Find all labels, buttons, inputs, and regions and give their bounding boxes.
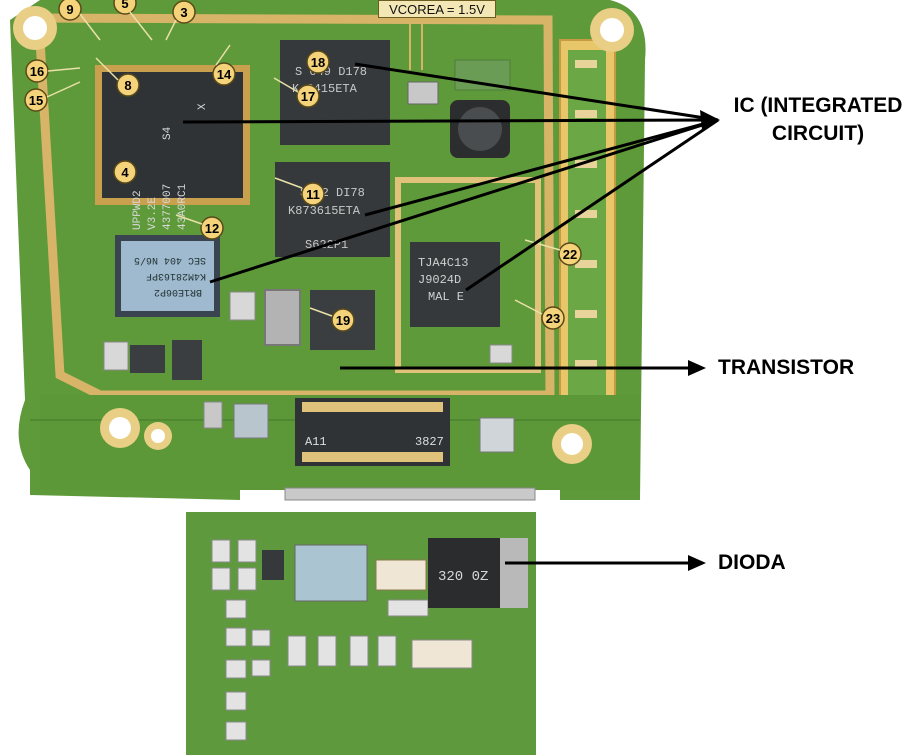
svg-text:12: 12 bbox=[205, 221, 219, 236]
callout-22: 22 bbox=[558, 242, 582, 266]
svg-text:16: 16 bbox=[30, 64, 44, 79]
callout-17: 17 bbox=[296, 84, 320, 108]
flash-chip: BR1E06P2 K4M28163PF SEC 404 N6/5 bbox=[115, 235, 220, 317]
svg-text:23: 23 bbox=[546, 311, 560, 326]
svg-text:15: 15 bbox=[29, 93, 43, 108]
ic-label: IC (INTEGRATED CIRCUIT) bbox=[718, 92, 918, 148]
cpu-text-6: X bbox=[197, 103, 209, 110]
flash-text-3: SEC 404 N6/5 bbox=[134, 254, 206, 266]
callout-15: 15 bbox=[24, 88, 48, 112]
transistor-label: TRANSISTOR bbox=[718, 356, 855, 379]
mem-top-text-1: S 049 D178 bbox=[295, 65, 367, 79]
svg-text:9: 9 bbox=[66, 2, 73, 17]
regulator bbox=[407, 81, 439, 105]
voltage-label: VCOREA = 1.5V bbox=[378, 0, 496, 18]
cpu-text-1: UPPWD2 bbox=[132, 190, 144, 230]
connector-label-left: A11 bbox=[305, 435, 327, 449]
flash-text-1: BR1E06P2 bbox=[154, 286, 202, 297]
ic-label-line-1: IC (INTEGRATED bbox=[733, 94, 903, 117]
svg-text:3: 3 bbox=[180, 5, 187, 20]
main-board-photo: UPPWD2 V3.2E 4377007 43A0RC1 S4 X S 049 … bbox=[10, 0, 646, 501]
board-connector: A11 3827 bbox=[295, 398, 450, 466]
callout-19: 19 bbox=[331, 308, 355, 332]
callout-16: 16 bbox=[25, 59, 49, 83]
ic-label-line-2: CIRCUIT) bbox=[771, 122, 865, 145]
svg-text:5: 5 bbox=[121, 0, 128, 11]
mounting-holes bbox=[13, 6, 634, 464]
callout-9: 9 bbox=[58, 0, 82, 21]
svg-text:19: 19 bbox=[336, 313, 350, 328]
cpu-text-4: 43A0RC1 bbox=[177, 183, 189, 230]
callout-8: 8 bbox=[116, 73, 140, 97]
dioda-label: DIODA bbox=[718, 551, 786, 574]
callout-23: 23 bbox=[541, 306, 565, 330]
svg-text:8: 8 bbox=[124, 78, 131, 93]
callouts: 9 5 3 16 8 15 14 18 17 4 11 12 22 19 23 bbox=[24, 0, 582, 332]
memory-chip-top: S 049 D178 K 6415ETA bbox=[280, 40, 390, 145]
svg-text:4: 4 bbox=[121, 165, 129, 180]
callout-14: 14 bbox=[212, 62, 236, 86]
flash-text-2: K4M28163PF bbox=[146, 270, 206, 281]
inductor bbox=[450, 100, 510, 158]
svg-text:18: 18 bbox=[311, 55, 325, 70]
diode-chip-text: 320 0Z bbox=[438, 569, 488, 585]
svg-text:11: 11 bbox=[306, 187, 320, 202]
callout-3: 3 bbox=[172, 0, 196, 24]
svg-text:22: 22 bbox=[563, 247, 577, 262]
memory-chip-middle: S 52 DI78 K873615ETA S622P1 bbox=[275, 162, 390, 257]
dioda-arrow bbox=[505, 555, 706, 571]
svg-text:17: 17 bbox=[301, 89, 315, 104]
inset-sensor-chip bbox=[294, 544, 368, 602]
pmic-chip: TJA4C13 J9024D MAL E bbox=[410, 242, 500, 327]
diode-chip: 320 0Z bbox=[428, 538, 528, 608]
transistor-arrow bbox=[340, 360, 706, 376]
inset-photo: 320 0Z bbox=[186, 512, 536, 755]
mem-mid-text-2: K873615ETA bbox=[288, 204, 361, 218]
connector-label-right: 3827 bbox=[415, 435, 444, 449]
callout-4: 4 bbox=[113, 160, 137, 184]
pmic-text-2: J9024D bbox=[418, 273, 461, 287]
pmic-text-1: TJA4C13 bbox=[418, 256, 468, 270]
cpu-text-5: S4 bbox=[162, 126, 174, 140]
callout-18: 18 bbox=[306, 50, 330, 74]
callout-11: 11 bbox=[301, 182, 325, 206]
callout-5: 5 bbox=[113, 0, 137, 15]
callout-12: 12 bbox=[200, 216, 224, 240]
ic-arrows bbox=[182, 62, 719, 292]
cpu-text-2: V3.2E bbox=[147, 197, 159, 230]
svg-text:14: 14 bbox=[217, 67, 232, 82]
crystal bbox=[264, 289, 301, 346]
pmic-text-3: MAL E bbox=[428, 290, 464, 304]
cpu-text-3: 4377007 bbox=[162, 184, 174, 230]
